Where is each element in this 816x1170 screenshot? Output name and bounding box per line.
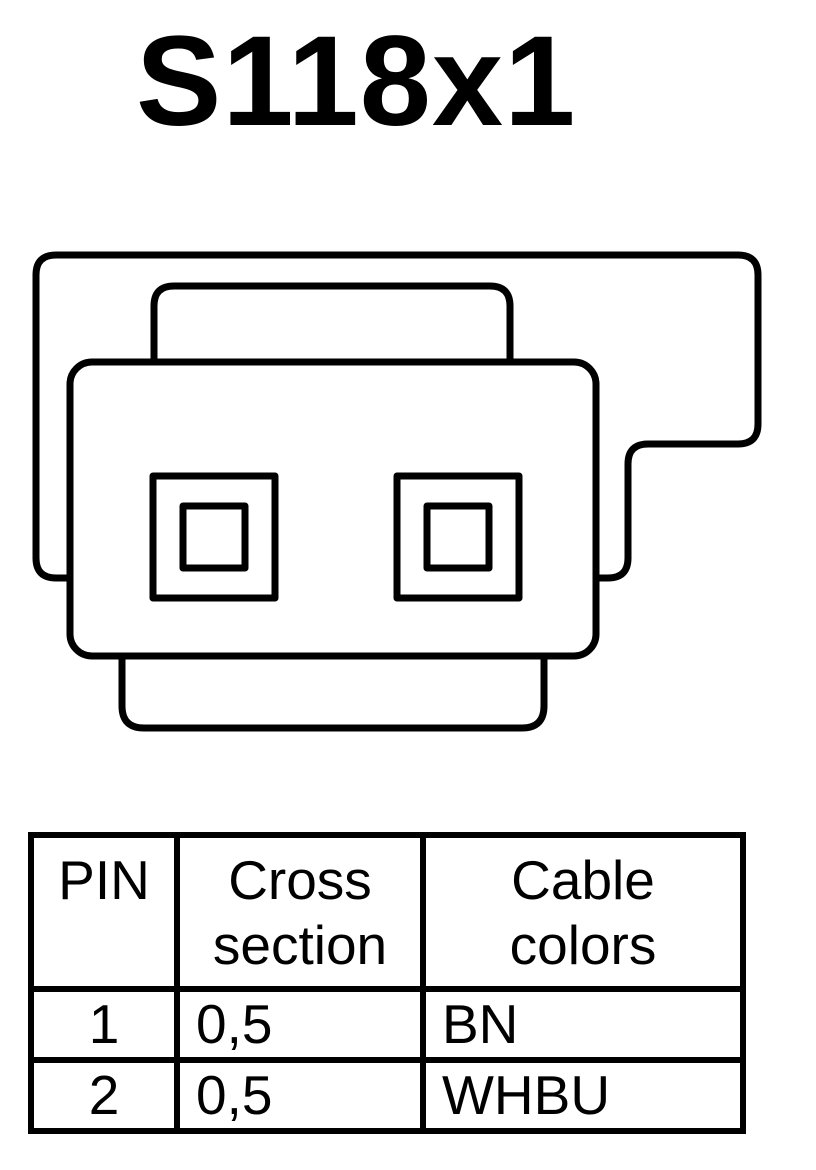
connector-top-latch [150, 282, 514, 362]
cross-section-value: 0,5 [174, 986, 426, 1063]
header-cable-colors-line2: colors [509, 913, 657, 976]
header-cross-section-line2: section [212, 913, 388, 976]
cable-color-value: WHBU [420, 1056, 746, 1134]
connector-drawing [32, 251, 762, 732]
header-cross-section: Cross section [174, 832, 426, 992]
pin-2-cavity-outer [393, 472, 523, 602]
table-header-row: PIN Cross section Cable colors [28, 832, 746, 992]
header-cable-colors: Cable colors [420, 832, 746, 992]
connector-bottom-tab [118, 656, 548, 732]
connector-front-face [66, 358, 600, 660]
connector-title: S118x1 [136, 10, 577, 153]
table-row: 1 0,5 BN [28, 986, 746, 1063]
pin-assignment-table: PIN Cross section Cable colors 1 0,5 BN … [28, 832, 746, 1134]
pin-1-cavity-outer [149, 472, 279, 602]
header-cross-section-line1: Cross [228, 849, 372, 911]
header-cable-colors-line1: Cable [511, 849, 655, 911]
pin-number: 2 [28, 1056, 180, 1134]
pin-number: 1 [28, 986, 180, 1063]
table-row: 2 0,5 WHBU [28, 1056, 746, 1134]
pin-1-cavity-inner [179, 502, 249, 572]
cable-color-value: BN [420, 986, 746, 1063]
cross-section-value: 0,5 [174, 1056, 426, 1134]
pin-2-cavity-inner [423, 502, 493, 572]
connector-housing-outline [32, 251, 762, 582]
header-pin: PIN [28, 832, 180, 992]
